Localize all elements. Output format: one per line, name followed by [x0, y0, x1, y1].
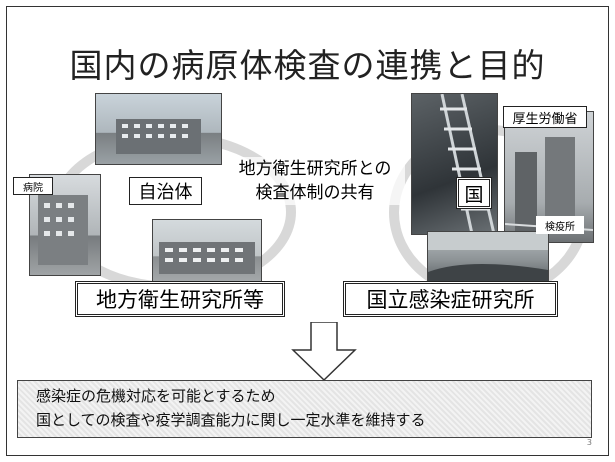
- mhlw-label-text: 厚生労働省: [512, 111, 578, 127]
- municipality-label: 自治体: [129, 177, 202, 205]
- quarantine-label-text: 検疫所: [545, 221, 575, 233]
- slide: 国内の病原体検査の連携と目的: [6, 6, 609, 456]
- quarantine-label: 検疫所: [536, 216, 584, 234]
- local-institute-building-photo: [152, 219, 262, 293]
- page-number: 3: [586, 438, 592, 447]
- hospital-label-text: 病院: [23, 182, 43, 194]
- conclusion-line1: 感染症の危機対応を可能とするため: [36, 387, 276, 405]
- conclusion-box: 感染症の危機対応を可能とするため 国としての検査や疫学調査能力に関し一定水準を維…: [17, 380, 592, 438]
- niid-label: 国立感染症研究所: [343, 281, 558, 317]
- local-health-institutes-label: 地方衛生研究所等: [75, 281, 285, 317]
- slide-title: 国内の病原体検査の連携と目的: [69, 46, 546, 85]
- niid-label-text: 国立感染症研究所: [366, 288, 535, 312]
- rail-track-photo: [411, 93, 498, 235]
- national-label-text: 国: [464, 183, 484, 206]
- mhlw-label: 厚生労働省: [503, 106, 587, 128]
- local-health-institutes-text: 地方衛生研究所等: [96, 288, 264, 312]
- center-caption-line1: 地方衛生研究所との: [238, 159, 392, 179]
- center-caption-line2: 検査体制の共有: [255, 183, 375, 203]
- down-arrow-icon: [291, 322, 357, 382]
- national-label: 国: [456, 177, 492, 209]
- hospital-label: 病院: [13, 177, 53, 195]
- center-caption: 地方衛生研究所との 検査体制の共有: [225, 157, 405, 205]
- municipality-building-photo: [95, 93, 222, 165]
- niid-building-photo: [427, 231, 549, 289]
- conclusion-line2: 国としての検査や疫学調査能力に関し一定水準を維持する: [36, 411, 426, 429]
- municipality-label-text: 自治体: [138, 182, 193, 203]
